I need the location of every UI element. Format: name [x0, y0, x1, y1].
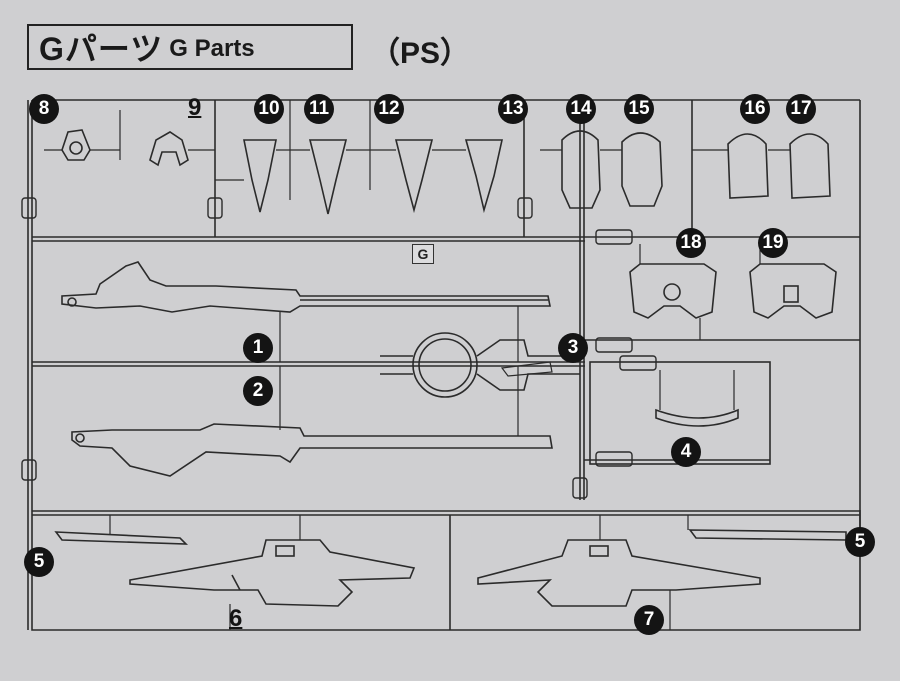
part-label-5-left: 5: [24, 547, 54, 577]
part-15-shape: [621, 132, 663, 207]
part-6-shape: [129, 539, 416, 607]
part-label-1: 1: [243, 333, 273, 363]
part-8-shape: [61, 129, 91, 161]
part-label-13: 13: [498, 94, 528, 124]
part-17-shape: [789, 133, 831, 199]
part-14-shape: [561, 130, 601, 209]
part-label-3: 3: [558, 333, 588, 363]
runner-tag: G: [412, 244, 434, 264]
part-label-8: 8: [29, 94, 59, 124]
part-label-11: 11: [304, 94, 334, 124]
part-11-shape: [308, 139, 348, 215]
part-label-5-right: 5: [845, 527, 875, 557]
part-16-shape: [727, 133, 769, 199]
ring-shape: [380, 332, 580, 398]
part-4-shape: [655, 408, 739, 427]
part-10-shape: [243, 139, 277, 213]
title-japanese: Gパーツ: [39, 31, 164, 67]
part-9-shape: [149, 131, 189, 167]
part-label-18: 18: [676, 228, 706, 258]
part-2-shape: [71, 423, 553, 477]
part-label-2: 2: [243, 376, 273, 406]
title-suffix: （PS）: [370, 37, 471, 70]
part-label-9: 9: [188, 94, 202, 121]
part-12-shape: [394, 139, 434, 214]
part-5-left-shape: [54, 531, 188, 545]
part-label-17: 17: [786, 94, 816, 124]
runner-frame: [31, 100, 861, 631]
part-1-shape: [61, 261, 551, 313]
part-7-shape: [477, 539, 761, 607]
part-label-14: 14: [566, 94, 596, 124]
part-label-4: 4: [671, 437, 701, 467]
part-label-6: 6: [229, 605, 243, 632]
title-english: G Parts: [169, 35, 255, 62]
part-18-shape: [629, 263, 717, 319]
part-label-15: 15: [624, 94, 654, 124]
part-label-19: 19: [758, 228, 788, 258]
title-box: Gパーツ G Parts: [27, 24, 353, 70]
part-13-shape: [464, 139, 503, 214]
part-label-12: 12: [374, 94, 404, 124]
part-5-right-shape: [688, 529, 847, 541]
part-label-7: 7: [634, 605, 664, 635]
part-label-16: 16: [740, 94, 770, 124]
part-19-shape: [749, 263, 837, 319]
part-label-10: 10: [254, 94, 284, 124]
